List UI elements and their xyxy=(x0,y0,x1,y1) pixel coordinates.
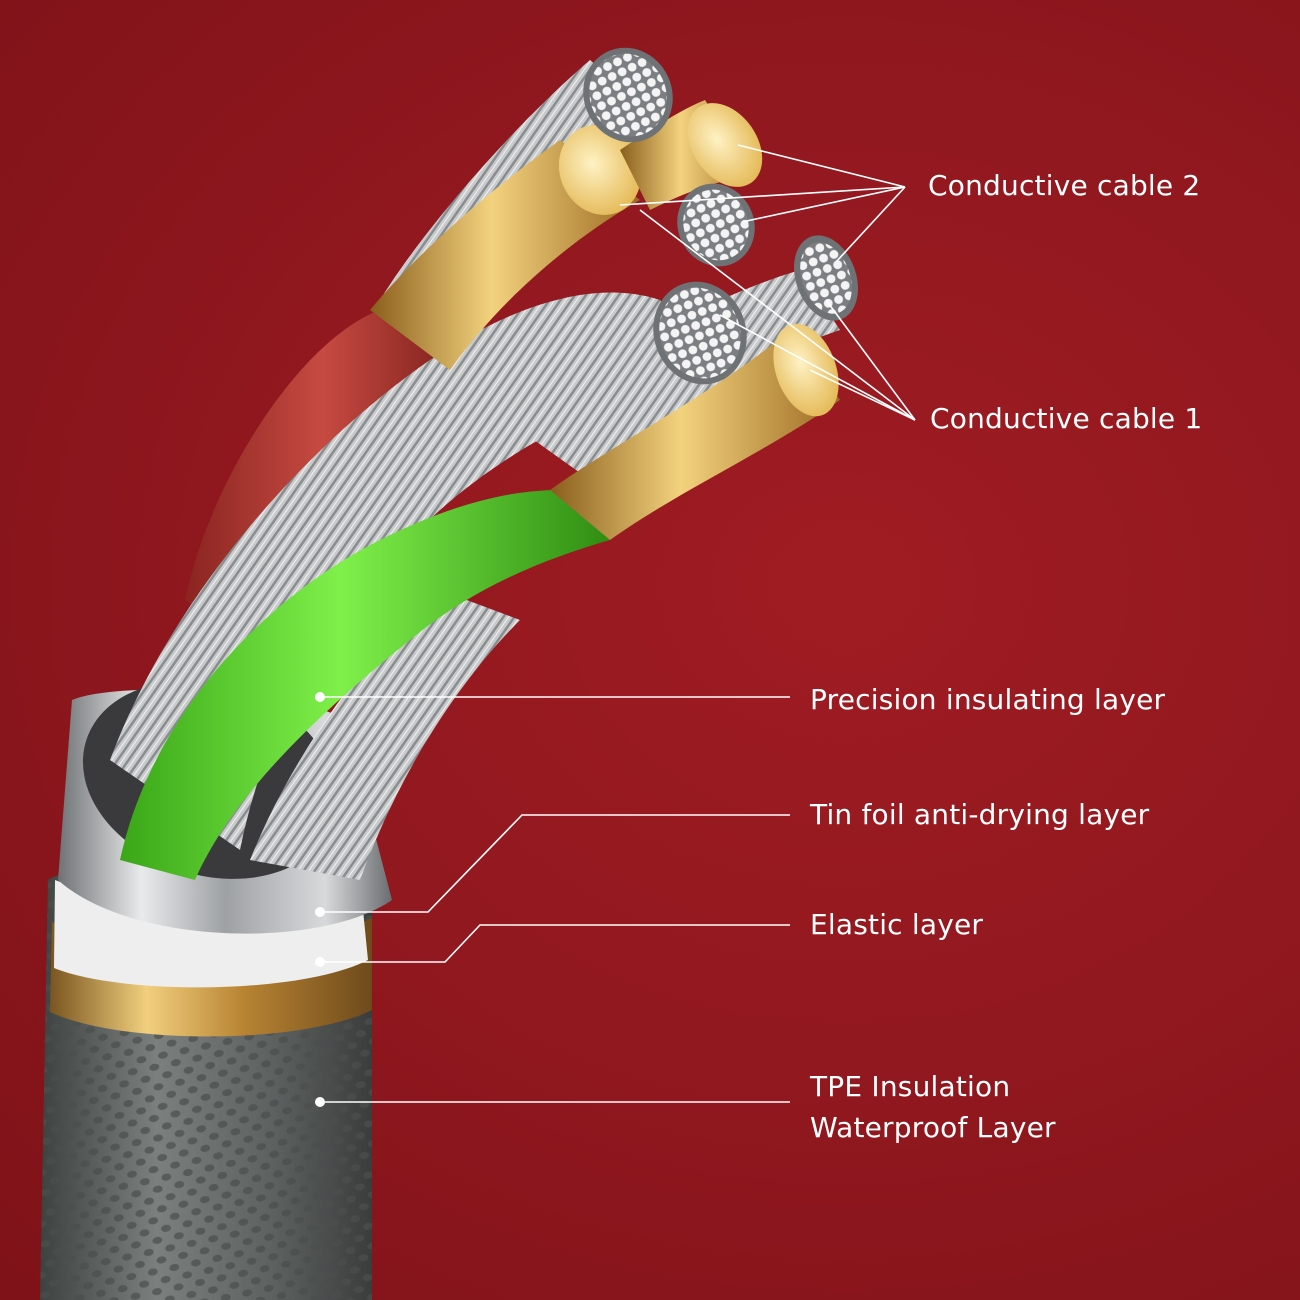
leader-c2-c xyxy=(741,186,906,223)
label-tin-foil-layer-text: Tin foil anti-drying layer xyxy=(810,798,1150,831)
label-conductive-cable-2-text: Conductive cable 2 xyxy=(928,169,1201,202)
leader-ela xyxy=(320,924,790,963)
leader-c1-d xyxy=(809,369,916,421)
label-tpe-insulation: TPE Insulation Waterproof Layer xyxy=(810,1066,1056,1148)
gold-face-upper xyxy=(558,125,642,215)
green-insulation xyxy=(120,490,610,880)
label-elastic-layer-text: Elastic layer xyxy=(810,908,984,941)
strand-face-lower xyxy=(653,281,747,385)
label-precision-insulating-layer-text: Precision insulating layer xyxy=(810,683,1166,716)
label-conductive-cable-2: Conductive cable 2 xyxy=(928,165,1200,206)
leader-c2-a xyxy=(737,144,906,188)
leader-tin xyxy=(320,814,790,913)
leader-c1-b xyxy=(719,314,916,421)
leader-dots xyxy=(315,692,325,1107)
label-elastic-layer: Elastic layer xyxy=(810,904,983,945)
leader-c1-c xyxy=(825,299,916,421)
label-conductive-cable-1-text: Conductive cable 1 xyxy=(930,402,1203,435)
dot-tpe xyxy=(315,1097,325,1107)
label-precision-insulating-layer: Precision insulating layer xyxy=(810,679,1165,720)
label-conductive-cable-1: Conductive cable 1 xyxy=(930,398,1202,439)
silver-strands-lower xyxy=(250,590,520,880)
label-tpe-line-1: TPE Insulation xyxy=(810,1070,1011,1103)
gold-face-lower xyxy=(773,323,839,417)
gold-conductor-lower xyxy=(550,330,840,540)
dot-tin xyxy=(315,907,325,917)
dot-pil xyxy=(315,692,325,702)
dot-ela xyxy=(315,957,325,967)
label-tpe-line-2: Waterproof Layer xyxy=(810,1111,1056,1144)
leader-c2-d xyxy=(835,186,906,263)
strand-face-middle xyxy=(677,183,755,267)
label-tin-foil-layer: Tin foil anti-drying layer xyxy=(810,794,1149,835)
leader-c1-a xyxy=(639,209,916,421)
leader-c2-b xyxy=(619,186,906,206)
strand-face-right xyxy=(794,235,858,321)
gold-face-top xyxy=(687,103,763,187)
leader-lines xyxy=(320,144,916,1103)
strand-face-top xyxy=(583,47,673,143)
